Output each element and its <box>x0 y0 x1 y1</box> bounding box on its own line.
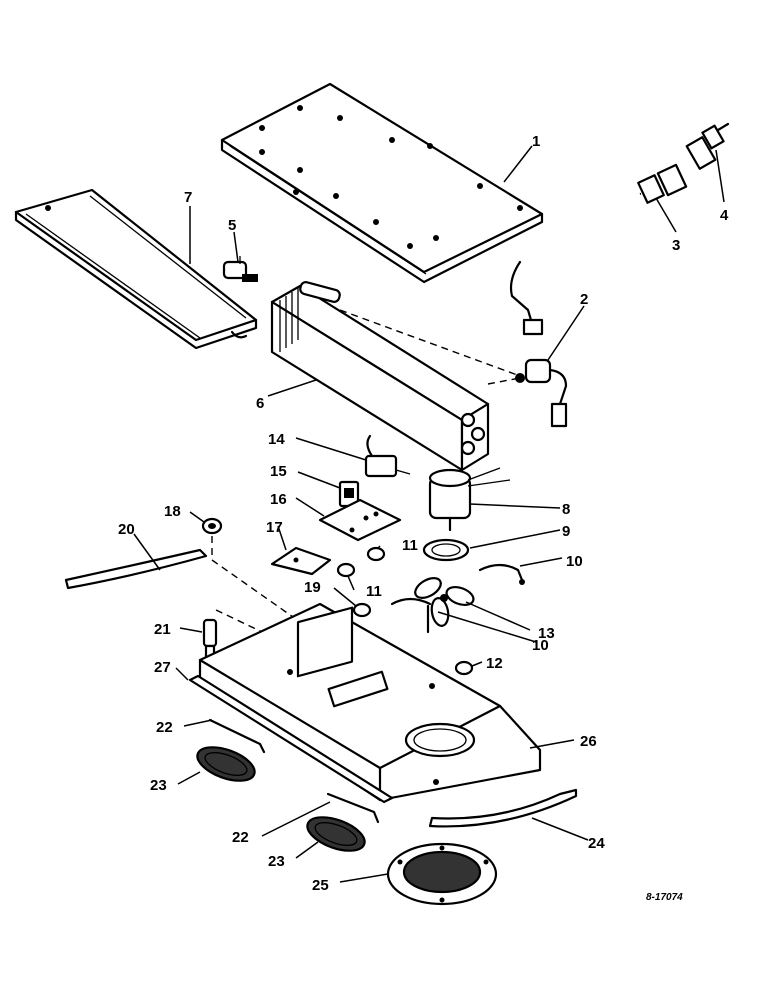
part-12-grommet <box>454 660 474 676</box>
part-9-ring <box>422 538 470 562</box>
callout-7: 7 <box>184 189 192 206</box>
part-25-grille <box>386 842 498 906</box>
part-20-strip <box>64 548 208 590</box>
part-14-relay <box>364 434 411 478</box>
callout-18: 18 <box>164 503 181 520</box>
part-24-strip <box>428 788 578 828</box>
callout-13: 13 <box>538 625 555 642</box>
callout-27: 27 <box>154 659 171 676</box>
part-16-plate <box>318 498 402 542</box>
part-22-clip-lower <box>326 792 380 824</box>
callout-1: 1 <box>532 133 540 150</box>
part-11-nut-upper <box>366 546 386 562</box>
callout-11b: 11 <box>366 583 382 600</box>
callout-8: 8 <box>562 501 570 518</box>
part-5-switch <box>222 256 258 282</box>
part-10-clamp-lower <box>390 597 432 634</box>
part-17-bracket <box>270 546 332 576</box>
callout-12: 12 <box>486 655 503 672</box>
callout-22a: 22 <box>156 719 173 736</box>
callout-14: 14 <box>268 431 285 448</box>
leader-lines <box>133 145 725 883</box>
part-22-clip-upper <box>208 718 266 754</box>
part-8-blower-motor <box>428 467 511 532</box>
callout-3: 3 <box>672 237 680 254</box>
callout-23a: 23 <box>150 777 167 794</box>
part-27-strip <box>188 674 394 804</box>
part-10-clamp-upper <box>478 563 525 585</box>
part-23-louver-upper <box>196 746 256 782</box>
part-2-valve <box>515 358 568 428</box>
part-4-fitting <box>685 122 730 170</box>
callout-labels: 1 2 3 4 5 6 7 8 9 10 10 11 11 12 13 14 1… <box>118 133 729 894</box>
part-11-nut-lower <box>336 562 356 578</box>
part-19-grommet <box>352 602 372 618</box>
callout-9: 9 <box>562 523 570 540</box>
callout-20: 20 <box>118 521 135 538</box>
callout-4: 4 <box>720 207 729 224</box>
callout-16: 16 <box>270 491 287 508</box>
part-7-tray <box>14 188 258 350</box>
callout-25: 25 <box>312 877 329 894</box>
callout-19: 19 <box>304 579 321 596</box>
callout-23b: 23 <box>268 853 285 870</box>
part-18-grommet <box>201 517 223 535</box>
callout-21: 21 <box>154 621 171 638</box>
part-1-cover-plate <box>220 82 544 284</box>
callout-10b: 10 <box>532 637 549 654</box>
callout-17: 17 <box>266 519 283 536</box>
part-23-louver-lower <box>306 816 366 852</box>
part-6-evaporator-core <box>270 281 490 472</box>
callout-5: 5 <box>228 217 236 234</box>
part-3-hose <box>509 163 688 336</box>
callout-11a: 11 <box>402 537 418 554</box>
callout-26: 26 <box>580 733 597 750</box>
callout-10a: 10 <box>566 553 583 570</box>
callout-24: 24 <box>588 835 605 852</box>
drawing-number: 8-17074 <box>646 892 683 903</box>
callout-15: 15 <box>270 463 287 480</box>
callout-2: 2 <box>580 291 588 308</box>
callout-22b: 22 <box>232 829 249 846</box>
callout-6: 6 <box>256 395 264 412</box>
